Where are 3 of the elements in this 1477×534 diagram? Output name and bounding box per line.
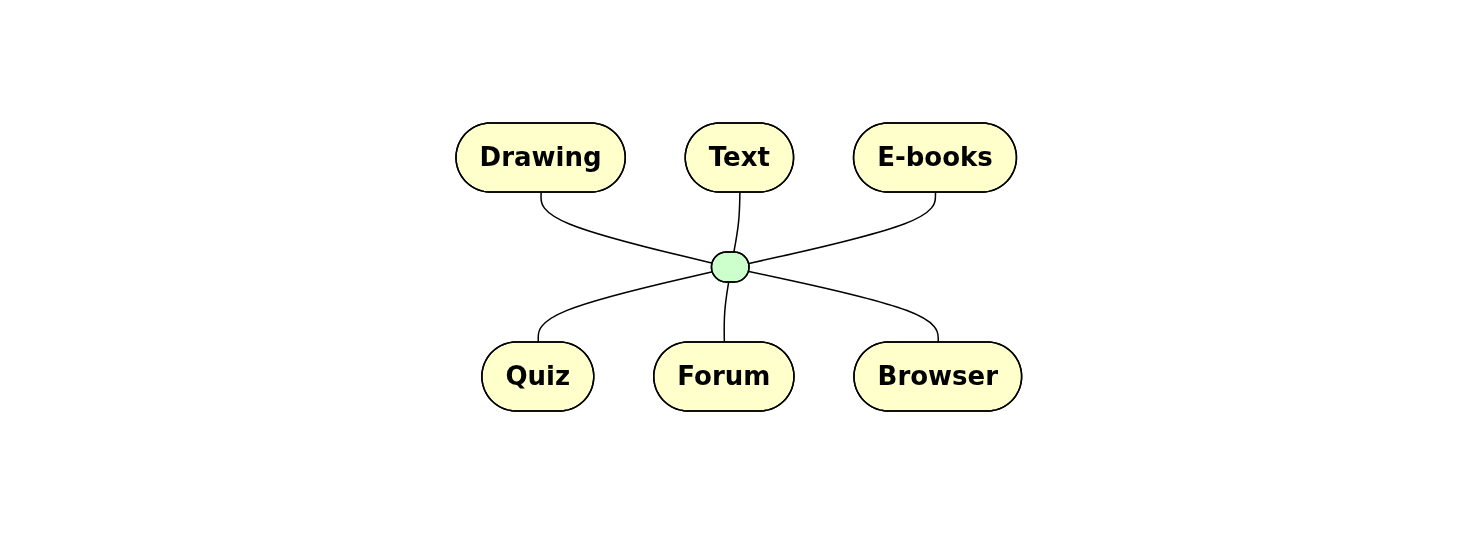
connector xyxy=(747,191,936,265)
connector xyxy=(723,281,730,344)
connector xyxy=(732,191,741,254)
